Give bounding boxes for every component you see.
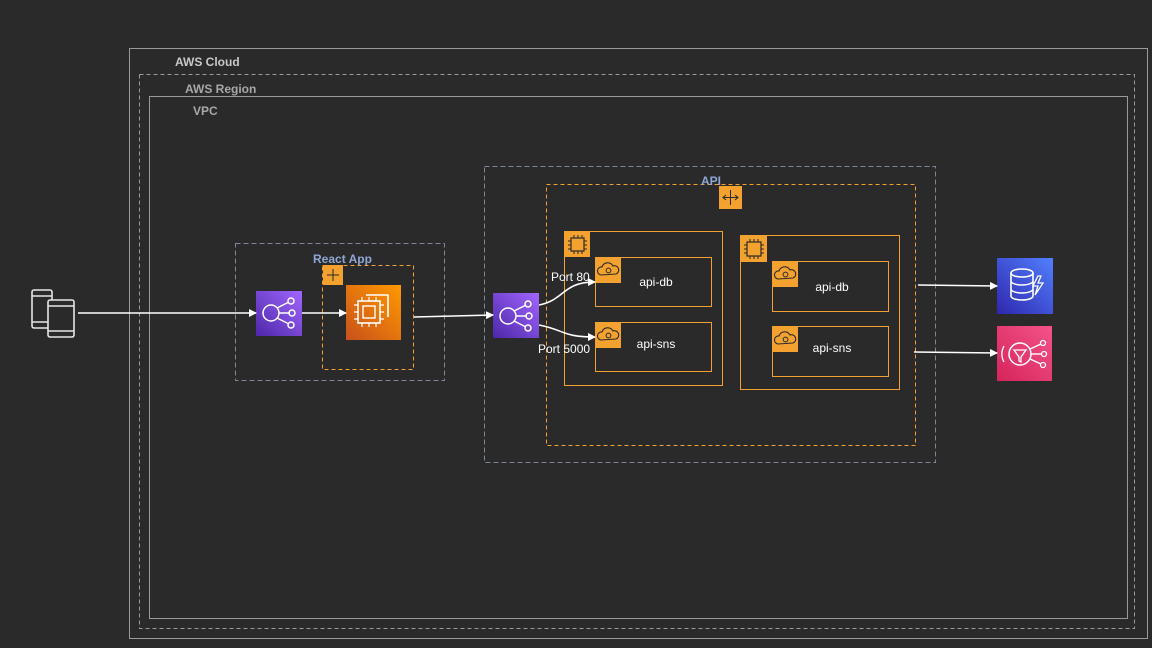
aws-region-label: AWS Region [185, 82, 257, 96]
api-lb-to-db-arrow [538, 278, 596, 306]
api-auto-scaling-icon [719, 186, 742, 209]
react-ec2-instance-icon [346, 285, 401, 340]
react-autoscaling-group [322, 265, 414, 370]
right-db-label: api-db [815, 280, 849, 294]
right-db-box [772, 261, 889, 312]
dynamodb-icon [997, 258, 1053, 314]
left-sns-box [595, 322, 712, 372]
react-auto-scaling-icon [323, 265, 343, 285]
vpc-label: VPC [193, 104, 218, 118]
right-sns-service-icon [773, 327, 798, 352]
port-5000-label: Port 5000 [538, 342, 591, 356]
left-sns-service-icon [596, 323, 621, 348]
left-db-service-icon [596, 258, 621, 283]
mobile-devices-icon [31, 289, 75, 338]
aws-region-group [139, 74, 1135, 629]
port-80-label: Port 80 [551, 270, 590, 284]
right-db-service-icon [773, 262, 798, 287]
left-container-group [564, 231, 723, 386]
api-load-balancer-icon [493, 293, 539, 338]
sns-to-sns-topic-arrow [913, 348, 998, 357]
react-ec2-to-api-lb-arrow [413, 311, 494, 320]
right-sns-box [772, 326, 889, 377]
react-app-group [235, 243, 445, 381]
api-autoscaling-group [546, 184, 916, 446]
left-sns-label: api-sns [636, 337, 676, 351]
vpc-group [149, 96, 1128, 619]
aws-cloud-group [129, 48, 1148, 639]
db-to-dynamodb-arrow [917, 281, 998, 290]
right-container-icon [741, 236, 767, 262]
right-sns-label: api-sns [812, 341, 852, 355]
aws-cloud-label: AWS Cloud [175, 55, 240, 69]
right-container-group [740, 235, 900, 390]
react-app-label: React App [313, 252, 372, 266]
sns-icon [997, 326, 1052, 381]
api-label: API [701, 174, 722, 188]
left-db-label: api-db [639, 275, 673, 289]
react-load-balancer-icon [256, 291, 302, 336]
api-group [484, 166, 936, 463]
left-container-icon [565, 232, 590, 257]
api-lb-to-sns-arrow [538, 324, 596, 341]
